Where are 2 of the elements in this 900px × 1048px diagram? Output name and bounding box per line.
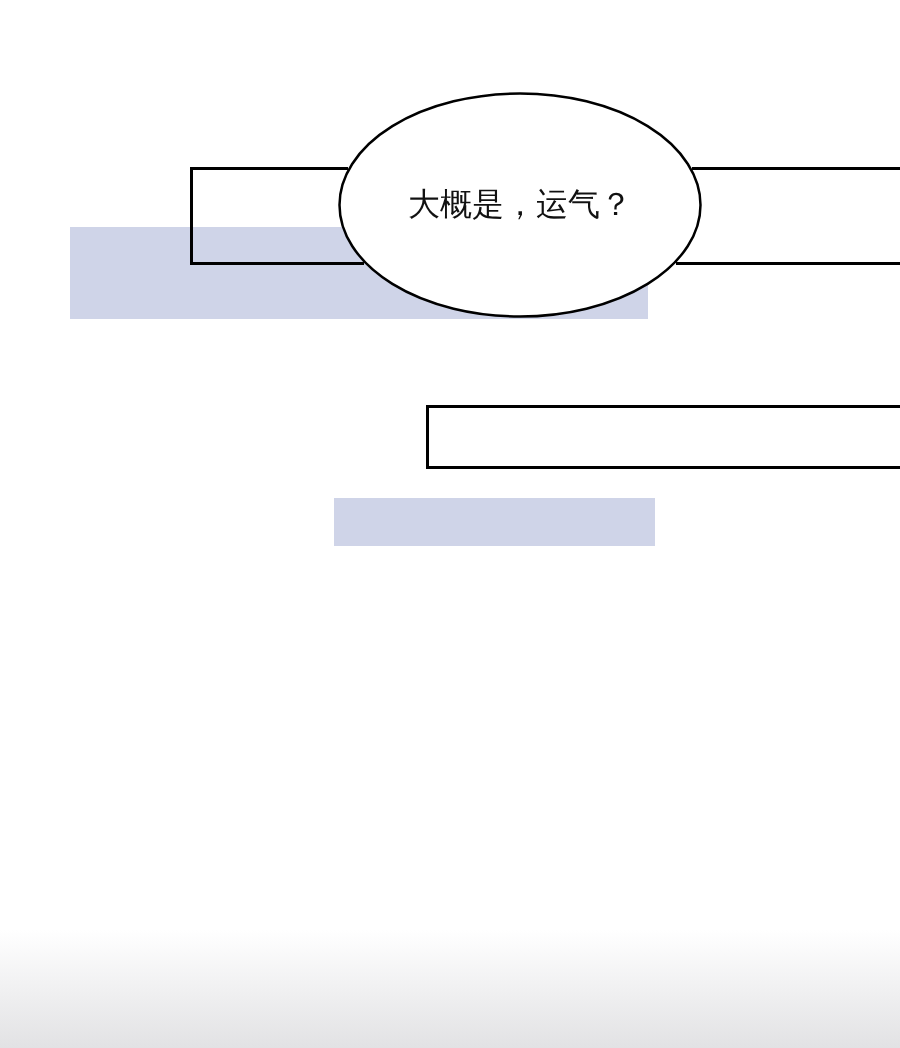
shade-bar xyxy=(334,498,655,546)
dialogue-text: 大概是，运气？ xyxy=(408,184,632,225)
